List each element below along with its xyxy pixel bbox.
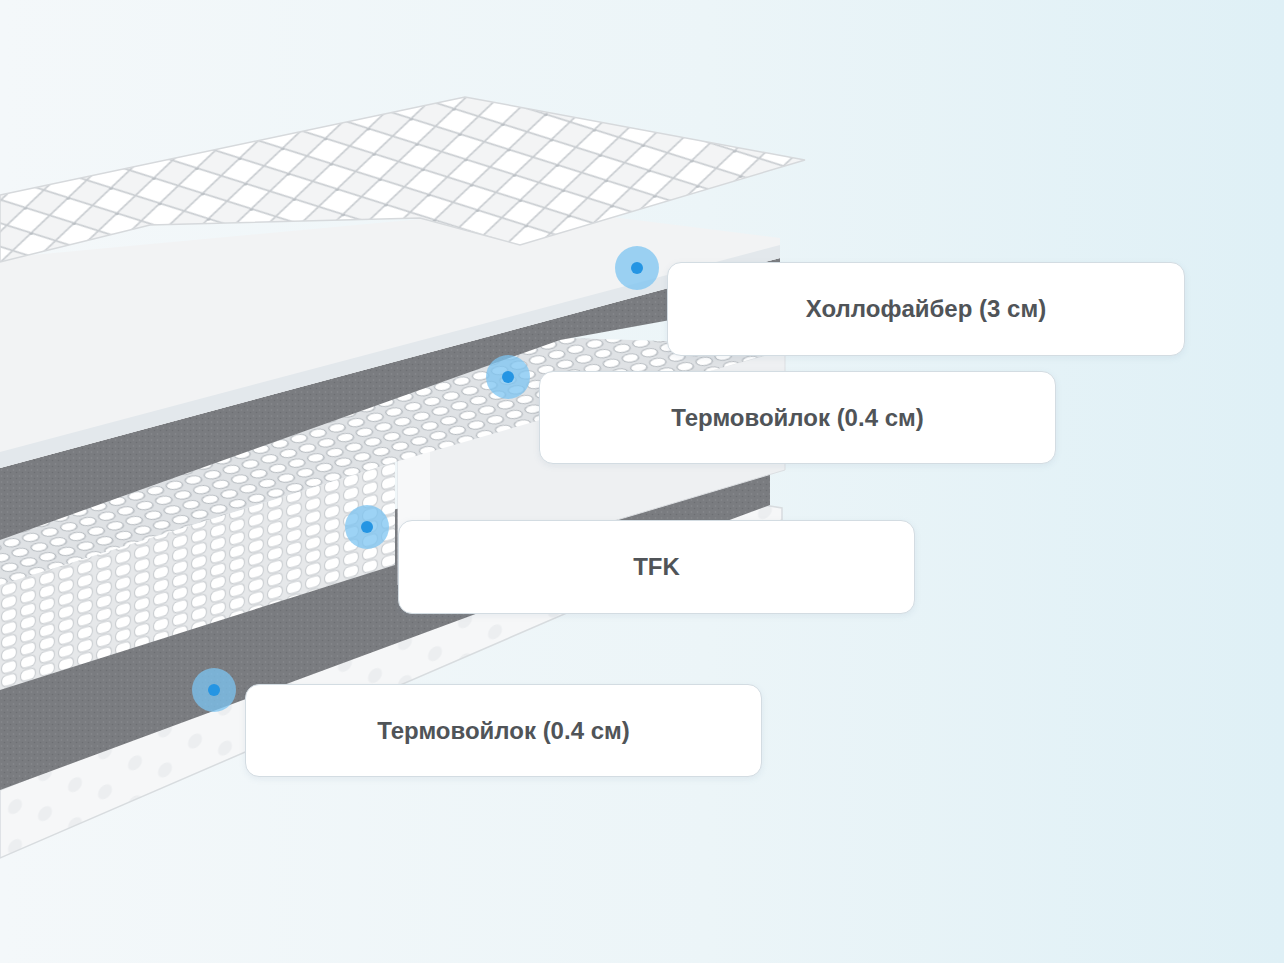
- callout-label: Термовойлок (0.4 см): [671, 404, 924, 432]
- callout-dot: [615, 246, 659, 290]
- callout-dot: [361, 521, 373, 533]
- callout-dot: [192, 668, 236, 712]
- callout-label: TFK: [633, 553, 680, 581]
- callout-dot: [345, 505, 389, 549]
- callout-dots: [192, 246, 659, 712]
- callout-box: Термовойлок (0.4 см): [539, 371, 1056, 464]
- callout-box: Холлофайбер (3 см): [667, 262, 1185, 356]
- callout-dot: [631, 262, 643, 274]
- callout-dot: [486, 355, 530, 399]
- quilted-cover: [0, 97, 805, 262]
- callout-box: Термовойлок (0.4 см): [245, 684, 762, 777]
- callout-label: Холлофайбер (3 см): [806, 295, 1046, 323]
- callout-dot: [208, 684, 220, 696]
- callout-box: TFK: [398, 520, 915, 614]
- callout-label: Термовойлок (0.4 см): [377, 717, 630, 745]
- callout-dot: [502, 371, 514, 383]
